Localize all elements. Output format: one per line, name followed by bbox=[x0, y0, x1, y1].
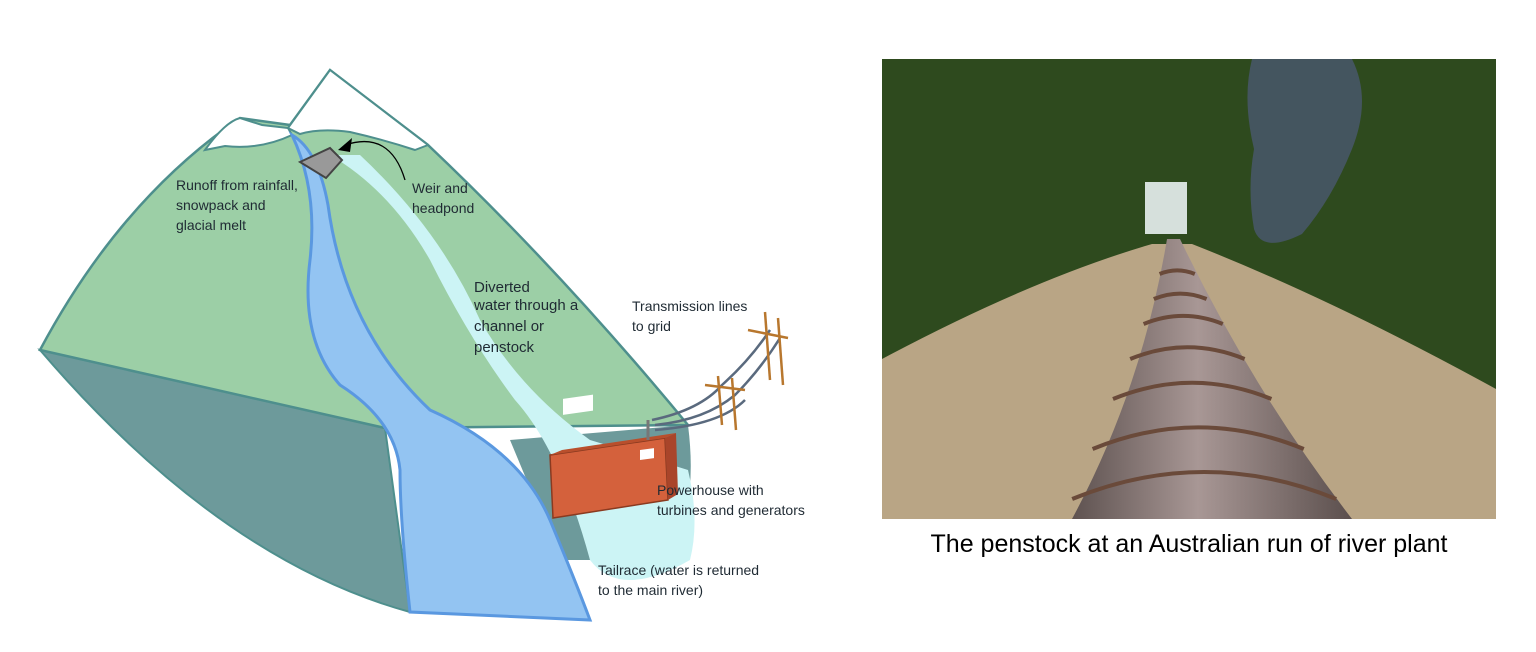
weir-pointer-arrow bbox=[344, 140, 406, 181]
powerhouse-icon bbox=[549, 394, 678, 519]
label-diverted-water: Diverted water through a channel or pens… bbox=[473, 279, 582, 356]
pipe-ring bbox=[1153, 291, 1208, 301]
power-station-building bbox=[1145, 182, 1187, 234]
label-transmission: Transmission lines to grid bbox=[632, 298, 751, 334]
pipe-ring bbox=[1091, 425, 1305, 451]
pipe-ring bbox=[1112, 380, 1273, 401]
pipe-ring bbox=[1142, 313, 1224, 326]
pipe-ring bbox=[1158, 268, 1196, 276]
photo-caption: The penstock at an Australian run of riv… bbox=[930, 530, 1448, 558]
snow-cap-left bbox=[202, 116, 294, 152]
power-poles bbox=[704, 311, 789, 431]
label-runoff: Runoff from rainfall, snowpack and glaci… bbox=[176, 177, 302, 233]
label-weir: Weir and headpond bbox=[412, 180, 474, 216]
penstock-photo bbox=[882, 59, 1496, 519]
weir-icon bbox=[297, 146, 344, 180]
label-tailrace: Tailrace (water is returned to the main … bbox=[598, 562, 763, 598]
pipe-ring bbox=[1071, 470, 1337, 501]
pipe-rings bbox=[1071, 268, 1337, 501]
snow-cap-right bbox=[286, 68, 431, 152]
label-powerhouse: Powerhouse with turbines and generators bbox=[657, 482, 805, 518]
penstock-photo-illustration bbox=[882, 59, 1496, 519]
river bbox=[288, 131, 593, 622]
transmission-lines bbox=[651, 329, 782, 432]
arrowhead-icon bbox=[338, 138, 352, 152]
penstock-pipe bbox=[1072, 239, 1352, 519]
pipe-ring bbox=[1129, 345, 1246, 361]
run-of-river-diagram: Runoff from rainfall, snowpack and glaci… bbox=[37, 68, 805, 622]
cliff-face bbox=[37, 348, 412, 614]
reservoir bbox=[1247, 59, 1362, 243]
